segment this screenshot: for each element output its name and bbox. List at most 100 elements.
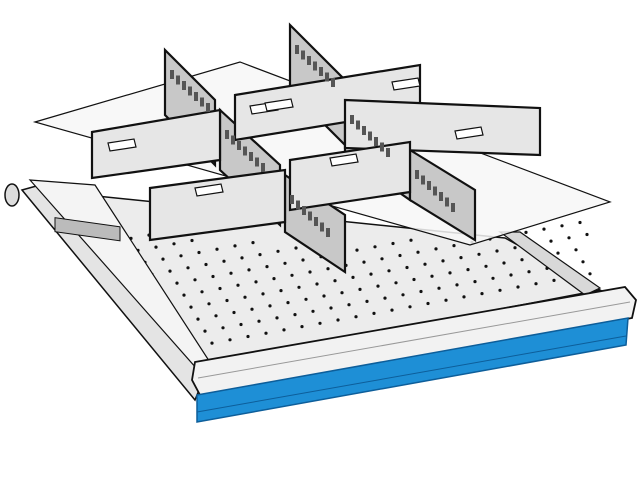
perforation-hole [215, 247, 219, 251]
perforation-hole [412, 277, 416, 282]
perforation-hole [358, 287, 362, 291]
divider-slot [302, 206, 306, 215]
perforation-hole [581, 260, 585, 264]
divider-slot [320, 222, 324, 232]
divider-slot [326, 228, 330, 237]
perforation-hole [308, 270, 312, 274]
divider-slot [225, 130, 229, 139]
perforation-hole [534, 282, 538, 286]
perforation-hole [211, 274, 215, 279]
perforation-hole [257, 319, 261, 323]
perforation-hole [423, 262, 427, 266]
divider-label-tab [194, 183, 224, 197]
perforation-hole [229, 271, 233, 275]
dividers [90, 22, 542, 275]
perforation-hole [491, 276, 495, 280]
perforation-hole [477, 252, 481, 256]
divider-slot [421, 175, 425, 185]
perforation-hole [228, 338, 232, 342]
divider-slot [350, 115, 354, 124]
perforation-hole [261, 292, 265, 296]
perforation-hole [419, 289, 423, 294]
perforation-hole [372, 311, 376, 315]
perforation-hole [509, 273, 513, 277]
long-divider [343, 98, 542, 157]
perforation-hole [154, 245, 158, 249]
divider-slot [255, 157, 259, 167]
divider-slot [380, 142, 384, 152]
perforation-hole [552, 278, 556, 282]
perforation-hole [283, 261, 287, 265]
perforation-hole [380, 257, 384, 261]
blue-front-strip [196, 317, 629, 423]
divider-slot [415, 170, 419, 179]
divider-slot [182, 81, 186, 90]
perforation-hole [455, 283, 459, 287]
perforation-hole [333, 279, 337, 283]
perforation-hole [401, 293, 405, 297]
divider-slot [374, 137, 378, 146]
divider-label-tab [264, 98, 294, 112]
divider-slot [427, 181, 431, 190]
divider-slot [231, 135, 235, 145]
perforation-hole [409, 238, 413, 242]
divider-label-tab [329, 153, 359, 167]
perforation-hole [203, 329, 207, 333]
perforation-hole [354, 315, 358, 319]
divider-slot [261, 163, 265, 172]
perforation-hole [441, 259, 445, 263]
perforation-hole [426, 301, 430, 306]
divider-slot [307, 56, 311, 65]
perforation-hole [391, 241, 395, 246]
divider-slot [325, 72, 329, 82]
divider-label-tab [454, 126, 484, 140]
perforation-hole [204, 262, 208, 267]
perforation-hole [524, 230, 528, 234]
perforation-hole [293, 313, 297, 317]
perforation-hole [390, 308, 394, 312]
perforation-hole [484, 264, 488, 268]
small-compartment [54, 217, 121, 242]
perforation-hole [466, 268, 470, 272]
perforation-hole [268, 304, 272, 308]
perforation-hole [322, 294, 326, 298]
perforation-hole [336, 318, 340, 322]
long-divider [90, 108, 222, 180]
divider-slot [194, 92, 198, 101]
divider-slot [308, 211, 312, 221]
perforation-hole [459, 256, 463, 260]
divider-slot [439, 192, 443, 201]
perforation-hole [326, 267, 330, 271]
perforation-hole [168, 269, 172, 273]
perforation-hole [190, 238, 194, 243]
perforation-hole [236, 283, 240, 287]
divider-slot [319, 67, 323, 76]
perforation-hole [473, 280, 477, 284]
divider-slot [188, 86, 192, 96]
perforation-hole [318, 321, 322, 325]
divider-slot [200, 97, 204, 107]
perforation-hole [172, 242, 176, 246]
perforation-hole [297, 285, 301, 289]
perforation-hole [300, 325, 304, 329]
perforation-hole [588, 272, 592, 276]
perforation-hole [355, 248, 359, 252]
perforation-hole [387, 269, 391, 273]
perforation-hole [311, 309, 315, 313]
divider-slot [445, 197, 449, 207]
perforation-hole [351, 275, 355, 279]
perforation-hole [233, 244, 237, 248]
perforation-hole [408, 305, 412, 309]
perforation-hole [513, 246, 517, 250]
perforation-hole [240, 256, 244, 260]
divider-slot [331, 78, 335, 87]
perforation-hole [315, 282, 319, 286]
perforation-hole [246, 334, 250, 339]
perforation-hole [527, 270, 531, 274]
divider-slot [176, 75, 180, 85]
long-divider [148, 168, 287, 242]
perforation-hole [265, 265, 269, 269]
perforation-hole [232, 310, 236, 315]
perforation-hole [365, 299, 369, 303]
perforation-hole [276, 249, 280, 253]
